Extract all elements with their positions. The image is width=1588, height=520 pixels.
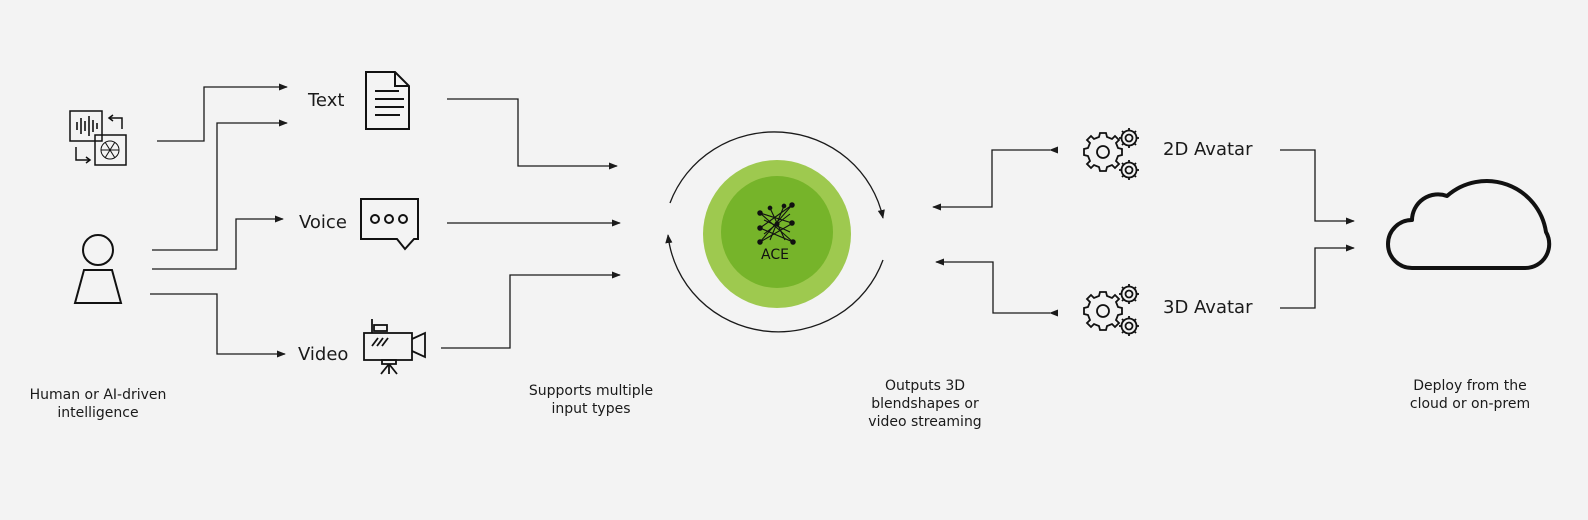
connector-video-to-ace xyxy=(441,271,621,349)
caption-inputs-line-1: Supports multiple xyxy=(528,383,654,399)
connector-person-to-video xyxy=(150,293,286,358)
input-label-voice: Voice xyxy=(299,212,347,233)
connector-ai-to-text xyxy=(157,83,288,142)
connector-2d-avatar-to-cloud xyxy=(1280,149,1355,225)
neural-network-icon xyxy=(757,202,796,245)
caption-outputs-line-1: Outputs 3D xyxy=(884,378,966,394)
chat-bubble-icon xyxy=(360,198,419,251)
caption-outputs: Outputs 3D blendshapes or video streamin… xyxy=(855,377,995,431)
caption-deploy-line-1: Deploy from the xyxy=(1413,378,1527,394)
connector-person-to-voice xyxy=(152,215,284,270)
connector-text-to-ace xyxy=(447,98,618,170)
processing-cycle xyxy=(665,131,885,333)
output-label-2d-avatar: 2D Avatar xyxy=(1163,139,1253,160)
person-icon xyxy=(73,234,123,304)
input-label-text: Text xyxy=(308,90,345,111)
caption-intelligence: Human or AI-driven intelligence xyxy=(18,386,178,422)
cloud-icon xyxy=(1386,179,1552,271)
connector-person-to-text xyxy=(152,119,288,251)
gears-icon xyxy=(1083,284,1139,336)
output-label-3d-avatar: 3D Avatar xyxy=(1163,297,1253,318)
caption-outputs-line-2: blendshapes or xyxy=(871,396,979,412)
cycle-arc-bottom xyxy=(665,234,884,333)
cycle-arc-top xyxy=(669,131,885,219)
caption-intelligence-line-2: intelligence xyxy=(57,405,139,421)
document-icon xyxy=(365,71,410,130)
connector-ace-2d-avatar xyxy=(932,146,1059,211)
audio-ai-exchange-icon xyxy=(69,110,127,166)
ace-core-label: ACE xyxy=(761,247,789,263)
video-camera-icon xyxy=(363,319,426,375)
caption-deploy: Deploy from the cloud or on-prem xyxy=(1400,377,1540,413)
caption-outputs-line-3: video streaming xyxy=(868,414,982,430)
caption-intelligence-line-1: Human or AI-driven xyxy=(29,387,167,403)
caption-deploy-line-2: cloud or on-prem xyxy=(1409,396,1531,412)
connectors xyxy=(150,83,1355,358)
connector-ace-3d-avatar xyxy=(935,258,1059,317)
ace-core xyxy=(703,160,851,308)
caption-inputs-line-2: input types xyxy=(551,401,631,417)
connector-3d-avatar-to-cloud xyxy=(1280,244,1355,309)
input-label-video: Video xyxy=(298,344,349,365)
gears-icon xyxy=(1083,128,1139,180)
caption-inputs: Supports multiple input types xyxy=(516,382,666,418)
